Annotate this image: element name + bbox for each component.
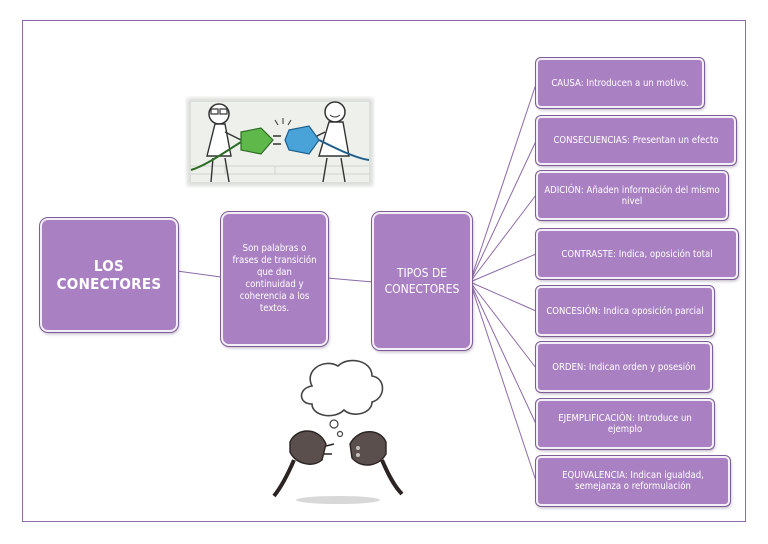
disconnected-plugs-thought-bubble-illustration [272, 359, 404, 504]
type-name: CONTRASTE [561, 248, 614, 260]
type-desc: Indican orden y posesión [588, 361, 696, 373]
line-definition-to-types [326, 277, 374, 283]
main-topic-label: LOS CONECTORES [56, 257, 162, 293]
definition-node: Son palabras o frases de transición que … [221, 212, 328, 346]
types-node: TIPOS DE CONECTORES [372, 212, 472, 350]
type-node-orden: ORDEN: Indican orden y posesión [536, 342, 712, 392]
type-desc: Indican igualdad, semejanza o reformulac… [575, 470, 704, 492]
type-name: EJEMPLIFICACIÓN [558, 413, 633, 424]
branch-lines [469, 83, 537, 482]
definition-text: Son palabras o frases de transición que … [232, 243, 317, 314]
line-main-to-definition [176, 270, 222, 278]
type-node-concesion: CONCESIÓN: Indica oposición parcial [536, 286, 714, 336]
type-name: ADICIÓN [544, 184, 581, 196]
type-desc: Indica oposición parcial [603, 305, 704, 317]
type-node-causa: CAUSA: Introducen a un motivo. [536, 58, 704, 108]
people-connecting-plugs-illustration [187, 98, 373, 186]
diagram-frame [22, 20, 746, 522]
type-node-contraste: CONTRASTE: Indica, oposición total [536, 229, 738, 279]
type-name: ORDEN [552, 361, 584, 373]
type-desc: Introducen a un motivo. [586, 77, 689, 89]
type-desc: Presentan un efecto [632, 135, 719, 146]
type-node-consecuencias: CONSECUENCIAS: Presentan un efecto [536, 116, 736, 165]
type-desc: Indica, oposición total [618, 248, 713, 260]
type-node-equivalencia: EQUIVALENCIA: Indican igualdad, semejanz… [536, 456, 730, 506]
types-label: TIPOS DE CONECTORES [384, 266, 460, 296]
type-name: EQUIVALENCIA [562, 470, 625, 481]
type-node-ejemplificacion: EJEMPLIFICACIÓN: Introduce un ejemplo [536, 399, 714, 449]
type-desc: Añaden información del mismo nivel [586, 184, 720, 207]
type-name: CONCESIÓN [546, 305, 598, 317]
type-node-adicion: ADICIÓN: Añaden información del mismo ni… [536, 171, 728, 220]
type-desc: Introduce un ejemplo [607, 413, 692, 435]
type-name: CAUSA [551, 77, 581, 89]
type-name: CONSECUENCIAS [553, 135, 628, 146]
main-topic-node: LOS CONECTORES [40, 218, 178, 332]
